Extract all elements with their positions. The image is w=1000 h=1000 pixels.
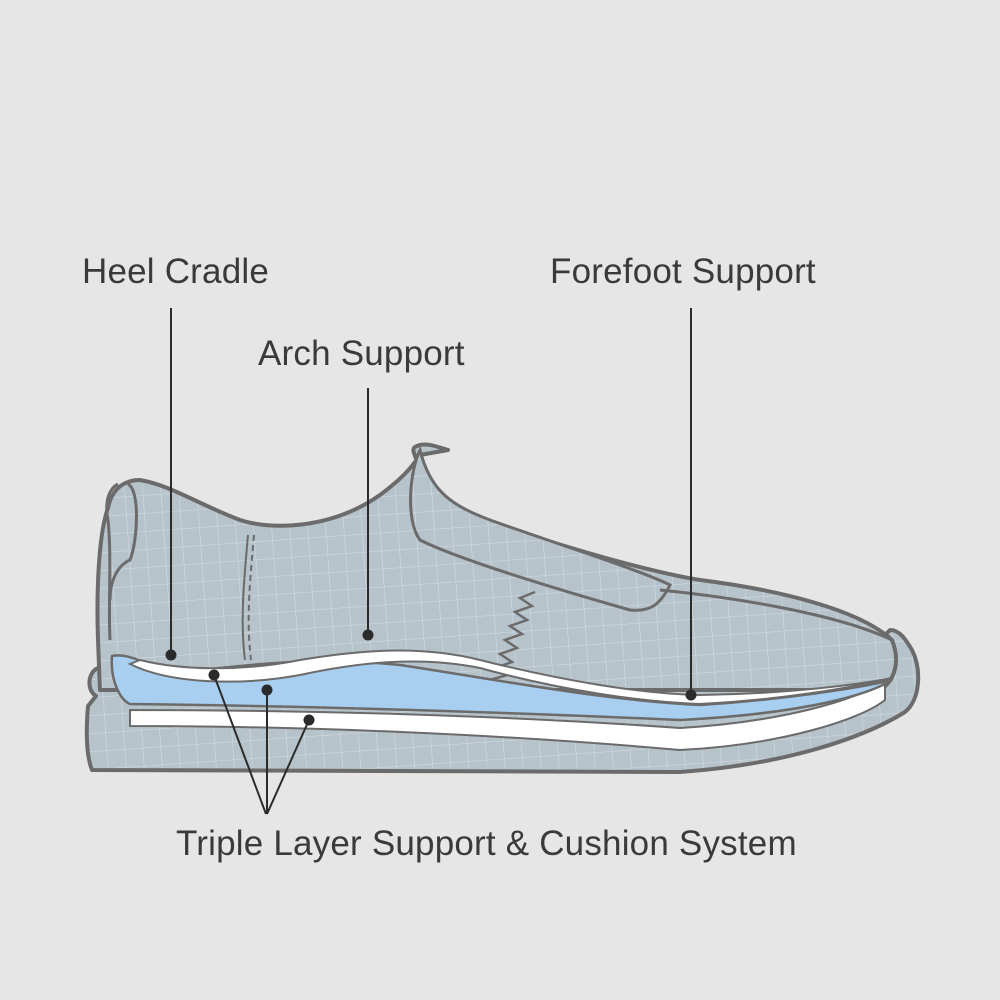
label-heel-cradle: Heel Cradle [82,252,270,291]
heel-collar [105,482,119,641]
insole-layer [127,649,893,706]
dot-arch-support [362,629,374,641]
leader-dots [165,629,697,726]
dot-layer-top [208,669,220,681]
dot-layer-bottom [303,714,315,726]
base-layer [129,677,886,752]
leader-lines [170,308,692,815]
dot-layer-middle [261,684,273,696]
dot-forefoot-support [685,689,697,701]
tongue-panel [409,445,673,612]
dot-heel-cradle [165,649,177,661]
label-arch-support: Arch Support [258,334,465,373]
label-triple-layer: Triple Layer Support & Cushion System [176,824,797,863]
label-forefoot-support: Forefoot Support [550,252,816,291]
